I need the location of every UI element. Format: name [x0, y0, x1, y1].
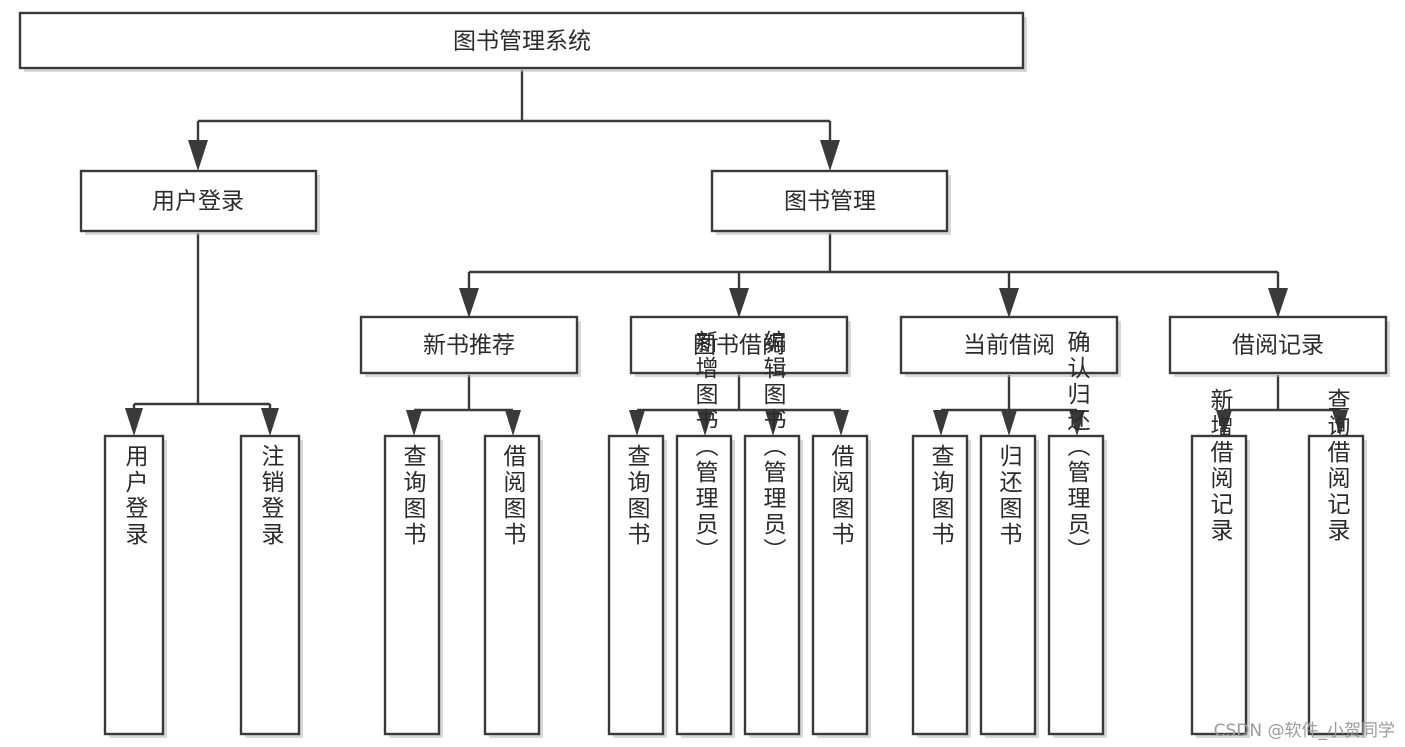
leaf-label: 确认归还（管理员）	[1063, 330, 1091, 564]
arrowhead-leaf-user-login	[125, 408, 143, 436]
csdn-watermark: CSDN @软件_小贺同学	[1213, 721, 1395, 741]
leaf-borrow-record-1[interactable]: 新增借阅记录	[1190, 388, 1250, 738]
leaf-box[interactable]	[911, 434, 969, 736]
leaf-box[interactable]	[483, 434, 541, 736]
leaf-box[interactable]	[239, 434, 301, 736]
leaf-book-borrow-3[interactable]: 编辑图书（管理员）	[743, 330, 803, 738]
arrowhead-bb-leaf3	[765, 410, 781, 436]
leaf-new-book-2[interactable]: 借阅图书	[483, 434, 543, 738]
arrowhead-leaf-logout	[261, 408, 279, 436]
leaf-current-borrow-2[interactable]: 归还图书	[979, 434, 1039, 738]
leaf-user-login-2[interactable]: 注销登录	[239, 434, 303, 738]
user-login-label: 用户登录	[152, 189, 244, 215]
leaf-label: 查询图书	[399, 444, 427, 548]
leaf-box[interactable]	[1047, 434, 1105, 736]
leaf-label: 注销登录	[257, 444, 285, 548]
leaf-box[interactable]	[979, 434, 1037, 736]
new-book-box[interactable]	[359, 315, 579, 375]
arrowhead-borrow-record	[1268, 288, 1288, 318]
arrowhead-current-borrow	[999, 288, 1019, 318]
book-borrow-label: 图书借阅	[693, 333, 785, 359]
user-login-box[interactable]	[79, 169, 318, 233]
arrowhead-br-leaf2	[1332, 410, 1348, 436]
leaf-current-borrow-3[interactable]: 确认归还（管理员）	[1047, 330, 1107, 738]
node-new-book-recommend[interactable]: 新书推荐	[359, 315, 581, 377]
arrowhead-cb-leaf1	[933, 410, 949, 436]
node-borrow-record[interactable]: 借阅记录	[1168, 315, 1390, 377]
leaf-book-borrow-4[interactable]: 借阅图书	[811, 434, 871, 738]
leaf-borrow-record-2[interactable]: 查询借阅记录	[1307, 388, 1367, 738]
arrowhead-user-login	[188, 140, 208, 171]
leaf-box[interactable]	[1190, 434, 1248, 736]
node-user-login[interactable]: 用户登录	[79, 169, 320, 235]
leaf-label: 编辑图书（管理员）	[759, 330, 787, 564]
leaf-box[interactable]	[811, 434, 869, 736]
leaf-book-borrow-1[interactable]: 查询图书	[607, 434, 667, 738]
leaf-label: 借阅图书	[827, 444, 855, 548]
arrowhead-br-leaf1	[1216, 410, 1232, 436]
arrowhead-bb-leaf4	[833, 410, 849, 436]
leaf-label: 查询借阅记录	[1323, 388, 1351, 544]
leaf-label: 查询图书	[623, 444, 651, 548]
leaf-new-book-1[interactable]: 查询图书	[383, 434, 443, 738]
arrowhead-nb-leaf1	[406, 410, 422, 436]
current-borrow-label: 当前借阅	[963, 333, 1055, 359]
arrowhead-bb-leaf1	[629, 410, 645, 436]
root-label: 图书管理系统	[453, 29, 591, 55]
leaf-box[interactable]	[1307, 434, 1365, 736]
leaf-box[interactable]	[675, 434, 733, 736]
borrow-record-label: 借阅记录	[1232, 333, 1324, 359]
arrowhead-book-borrow	[729, 288, 749, 318]
node-root[interactable]: 图书管理系统	[18, 11, 1027, 72]
arrowhead-cb-leaf2	[1001, 410, 1017, 436]
book-manage-label: 图书管理	[784, 189, 876, 215]
leaf-label: 归还图书	[995, 444, 1023, 548]
root-box[interactable]	[18, 11, 1025, 70]
leaf-label: 新增借阅记录	[1206, 388, 1234, 544]
leaf-box[interactable]	[383, 434, 441, 736]
book-manage-box[interactable]	[710, 169, 949, 233]
node-current-borrow[interactable]: 当前借阅	[899, 315, 1121, 377]
leaf-box[interactable]	[607, 434, 665, 736]
leaf-book-borrow-2[interactable]: 新增图书（管理员）	[675, 330, 735, 738]
leaf-current-borrow-1[interactable]: 查询图书	[911, 434, 971, 738]
leaf-label: 用户登录	[121, 444, 149, 548]
new-book-label: 新书推荐	[423, 333, 515, 359]
current-borrow-box[interactable]	[899, 315, 1119, 375]
leaf-label: 借阅图书	[499, 444, 527, 548]
arrowhead-cb-leaf3	[1069, 410, 1085, 436]
node-book-borrow[interactable]: 图书借阅	[629, 315, 851, 377]
leaf-box[interactable]	[103, 434, 165, 736]
arrowhead-nb-leaf2	[505, 410, 521, 436]
borrow-record-box[interactable]	[1168, 315, 1388, 375]
arrowhead-new-book	[459, 288, 479, 318]
leaf-label: 查询图书	[927, 444, 955, 548]
node-book-manage[interactable]: 图书管理	[710, 169, 951, 235]
book-borrow-box[interactable]	[629, 315, 849, 375]
arrowhead-bb-leaf2	[697, 410, 713, 436]
leaf-label: 新增图书（管理员）	[691, 330, 719, 564]
leaf-user-login-1[interactable]: 用户登录	[103, 434, 167, 738]
leaf-box[interactable]	[743, 434, 801, 736]
arrowhead-book-manage	[820, 140, 840, 171]
connectors-layer	[125, 70, 1348, 436]
